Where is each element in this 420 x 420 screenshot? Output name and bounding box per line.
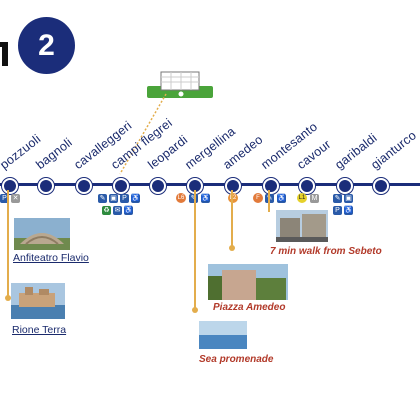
rione-terra-link[interactable]: Rione Terra xyxy=(12,324,67,336)
station-dot-cavalleggeri[interactable] xyxy=(76,178,92,194)
line-2-icon: L2 xyxy=(228,193,238,203)
edit-icon: ✎ xyxy=(98,194,107,203)
funicular-icon: F xyxy=(253,193,263,203)
metro-icon: M xyxy=(310,194,319,203)
parking-icon: P xyxy=(333,206,342,215)
anfiteatro-photo xyxy=(14,218,70,250)
station-dot-bagnoli[interactable] xyxy=(38,178,54,194)
wheelchair-icon: ♿ xyxy=(344,206,353,215)
edit-icon: ✎ xyxy=(189,194,198,203)
line-number-badge: 2 xyxy=(18,17,75,74)
recycle-icon: ♻ xyxy=(102,206,111,215)
sea-promenade-caption: Sea promenade xyxy=(199,354,274,365)
pointer-dot xyxy=(192,307,198,313)
line-number: 2 xyxy=(38,28,55,62)
sebeto-photo xyxy=(276,210,328,242)
piazza-amedeo-photo xyxy=(208,264,288,300)
anfiteatro-link[interactable]: Anfiteatro Flavio xyxy=(13,252,89,264)
parking-icon: P xyxy=(0,194,9,203)
wheelchair-icon: ♿ xyxy=(131,194,140,203)
ticket-icon: ▣ xyxy=(109,194,118,203)
pointer-line-pozzuoli xyxy=(7,190,9,298)
station-dot-campi-flegrei[interactable] xyxy=(113,178,129,194)
pointer-line-mergellina xyxy=(194,190,196,310)
sebeto-caption: 7 min walk from Sebeto xyxy=(270,246,382,257)
stadium-pointer xyxy=(119,93,167,175)
wheelchair-icon: ♿ xyxy=(124,206,133,215)
station-dot-montesanto[interactable] xyxy=(263,178,279,194)
pointer-dot xyxy=(5,295,11,301)
line-6-icon: L6 xyxy=(176,193,186,203)
metro-line xyxy=(0,183,420,186)
station-dot-gianturco[interactable] xyxy=(373,178,389,194)
pointer-dot xyxy=(229,245,235,251)
rione-terra-photo xyxy=(11,283,65,319)
sea-photo xyxy=(199,321,247,349)
station-dot-garibaldi[interactable] xyxy=(337,178,353,194)
station-label-gianturco[interactable]: gianturco xyxy=(368,128,419,172)
line-letter-fragment xyxy=(0,20,8,66)
station-dot-leopardi[interactable] xyxy=(150,178,166,194)
piazza-amedeo-caption: Piazza Amedeo xyxy=(213,302,286,313)
station-dot-cavour[interactable] xyxy=(299,178,315,194)
line-1-icon: L1 xyxy=(297,193,307,203)
wheelchair-icon: ♿ xyxy=(277,194,286,203)
wheelchair-icon: ♿ xyxy=(201,194,210,203)
parking-icon: P xyxy=(120,194,129,203)
station-dot-amedeo[interactable] xyxy=(225,178,241,194)
pointer-line-amedeo xyxy=(231,190,233,248)
ticket-icon: ▣ xyxy=(344,194,353,203)
station-dot-pozzuoli[interactable] xyxy=(2,178,18,194)
pointer-line-montesanto xyxy=(268,190,270,212)
close-icon: ✕ xyxy=(11,194,20,203)
edit-icon: ✎ xyxy=(333,194,342,203)
mail-icon: ✉ xyxy=(113,206,122,215)
football-pitch-icon xyxy=(147,71,213,98)
